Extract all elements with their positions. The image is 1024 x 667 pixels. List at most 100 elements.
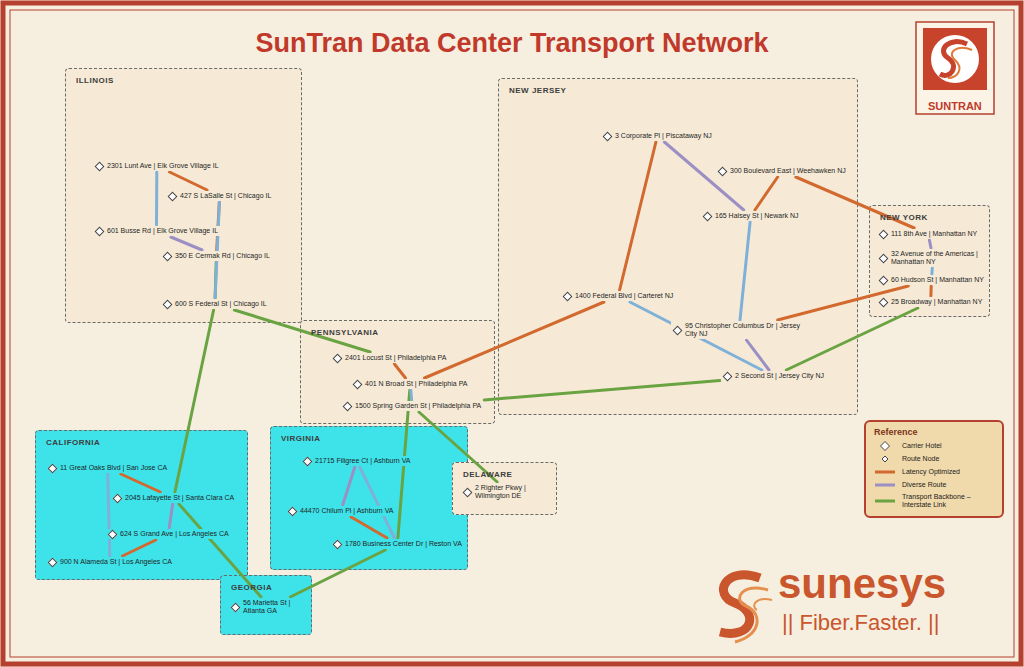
route-node-marker <box>113 493 123 503</box>
brand-name: sunesys <box>778 560 946 607</box>
station-node: 2301 Lunt Ave | Elk Grove Village IL <box>93 161 221 171</box>
station-label: 624 S Grand Ave | Los Angeles CA <box>120 530 229 538</box>
route-node-marker <box>563 291 573 301</box>
legend-item: Carrier Hotel <box>874 441 994 451</box>
sunesys-icon <box>735 588 768 642</box>
station-node: 427 S LaSalle St | Chicago IL <box>166 191 273 201</box>
station-label: 1780 Business Center Dr | Reston VA <box>345 540 462 548</box>
state-region: DELAWARE2 Righter Pkwy | Wilmington DE <box>452 462 557 515</box>
station-label: 21715 Filigree Ct | Ashburn VA <box>315 457 410 465</box>
state-region: ILLINOIS 2301 Lunt Ave | Elk Grove Villag… <box>65 68 302 323</box>
legend-text: Route Node <box>902 455 939 463</box>
station-label: 600 S Federal St | Chicago IL <box>175 300 267 308</box>
legend-item: Transport Backbone – Interstate Link <box>874 493 994 509</box>
brand-tagline-holder: || Fiber.Faster. || <box>782 610 939 636</box>
legend-sample <box>874 454 896 464</box>
inner-frame <box>10 10 1014 657</box>
station-node: 600 S Federal St | Chicago IL <box>161 299 269 309</box>
route-node-marker <box>95 226 105 236</box>
state-region: NEW YORK111 8th Ave | Manhattan NY32 Ave… <box>869 205 990 317</box>
reference-heading: Reference <box>874 427 994 437</box>
station-label: 60 Hudson St | Manhattan NY <box>891 276 984 284</box>
brand-name-holder: sunesys <box>778 560 946 608</box>
logo-frame <box>916 22 994 114</box>
region-heading: VIRGINIA <box>281 434 321 443</box>
route-line <box>930 268 933 274</box>
legend-diamond <box>881 442 890 451</box>
state-region: GEORGIA56 Marietta St | Atlanta GA <box>220 575 312 635</box>
route-node-marker <box>48 463 58 473</box>
logo-circle <box>931 35 979 83</box>
station-node: 300 Boulevard East | Weehawken NJ <box>716 166 848 176</box>
logo-square <box>923 28 987 90</box>
route-node-marker <box>603 131 613 141</box>
legend-item: Latency Optimized <box>874 467 994 477</box>
station-label: 2 Righter Pkwy | Wilmington DE <box>475 484 554 500</box>
station-label: 2401 Locust St | Philadelphia PA <box>345 354 446 362</box>
legend-diamond <box>882 456 888 462</box>
legend-item: Diverse Route <box>874 480 994 490</box>
map-title: SunTran Data Center Transport Network <box>255 28 768 58</box>
region-heading: ILLINOIS <box>76 76 114 85</box>
station-label: 32 Avenue of the Americas | Manhattan NY <box>891 250 987 266</box>
route-node-marker <box>108 529 118 539</box>
state-region: NEW JERSEY 3 Corporate Pl | Piscataway NJ… <box>498 78 858 415</box>
route-node-marker <box>879 229 889 239</box>
station-node: 350 E Cermak Rd | Chicago IL <box>161 251 272 261</box>
station-node: 165 Halsey St | Newark NJ <box>701 211 801 221</box>
legend-line <box>875 471 895 474</box>
brand-tagline: || Fiber.Faster. || <box>782 610 939 635</box>
station-node: 1400 Federal Blvd | Carteret NJ <box>561 291 675 301</box>
station-node: 25 Broadway | Manhattan NY <box>877 297 984 307</box>
route-node-marker <box>231 602 241 612</box>
station-node: 401 N Broad St | Philadelphia PA <box>351 379 469 389</box>
route-node-marker <box>463 487 473 497</box>
legend-text: Carrier Hotel <box>902 442 942 450</box>
station-node: 56 Marietta St | Atlanta GA <box>229 598 311 616</box>
logo-s-curve <box>948 48 972 78</box>
legend-line <box>875 500 895 503</box>
route-node-marker <box>353 379 363 389</box>
legend-text: Transport Backbone – Interstate Link <box>902 493 994 509</box>
station-node: 2045 Lafayette St | Santa Clara CA <box>111 493 236 503</box>
station-node: 95 Christopher Columbus Dr | Jersey City… <box>671 321 807 339</box>
route-node-marker <box>333 353 343 363</box>
logo-wordmark: SUNTRAN <box>928 100 982 112</box>
legend-text: Diverse Route <box>902 481 946 489</box>
station-label: 3 Corporate Pl | Piscataway NJ <box>615 132 712 140</box>
station-label: 601 Busse Rd | Elk Grove Village IL <box>107 227 218 235</box>
title-block: SunTran Data Center Transport Network <box>0 28 1024 59</box>
route-node-marker <box>343 401 353 411</box>
station-label: 44470 Chilum Pl | Ashburn VA <box>300 507 394 515</box>
route-line <box>155 172 158 225</box>
state-region: PENNSYLVANIA 2401 Locust St | Philadelphi… <box>300 320 495 424</box>
route-line <box>108 474 110 556</box>
route-node-marker <box>168 191 178 201</box>
route-node-marker <box>333 539 343 549</box>
legend-item: Route Node <box>874 454 994 464</box>
route-node-marker <box>673 325 683 335</box>
region-heading: CALIFORNIA <box>46 438 100 447</box>
station-label: 350 E Cermak Rd | Chicago IL <box>175 252 270 260</box>
station-node: 601 Busse Rd | Elk Grove Village IL <box>93 226 220 236</box>
route-node-marker <box>48 557 58 567</box>
station-node: 1780 Business Center Dr | Reston VA <box>331 539 464 549</box>
reference-panel: ReferenceCarrier HotelRoute NodeLatency … <box>864 420 1004 518</box>
region-heading: PENNSYLVANIA <box>311 328 379 337</box>
route-node-marker <box>879 297 889 307</box>
route-line <box>929 240 931 248</box>
route-line <box>929 286 932 296</box>
outer-frame <box>3 3 1021 664</box>
station-node: 111 8th Ave | Manhattan NY <box>877 229 979 239</box>
legend-sample <box>874 441 896 451</box>
station-node: 900 N Alameda St | Los Angeles CA <box>46 557 174 567</box>
station-label: 56 Marietta St | Atlanta GA <box>243 599 309 615</box>
station-node: 60 Hudson St | Manhattan NY <box>877 275 986 285</box>
station-node: 32 Avenue of the Americas | Manhattan NY <box>877 249 989 267</box>
region-heading: NEW JERSEY <box>509 86 566 95</box>
route-node-marker <box>163 251 173 261</box>
station-node: 44470 Chilum Pl | Ashburn VA <box>286 506 396 516</box>
station-label: 2045 Lafayette St | Santa Clara CA <box>125 494 234 502</box>
station-label: 900 N Alameda St | Los Angeles CA <box>60 558 172 566</box>
station-label: 2 Second St | Jersey City NJ <box>735 372 824 380</box>
